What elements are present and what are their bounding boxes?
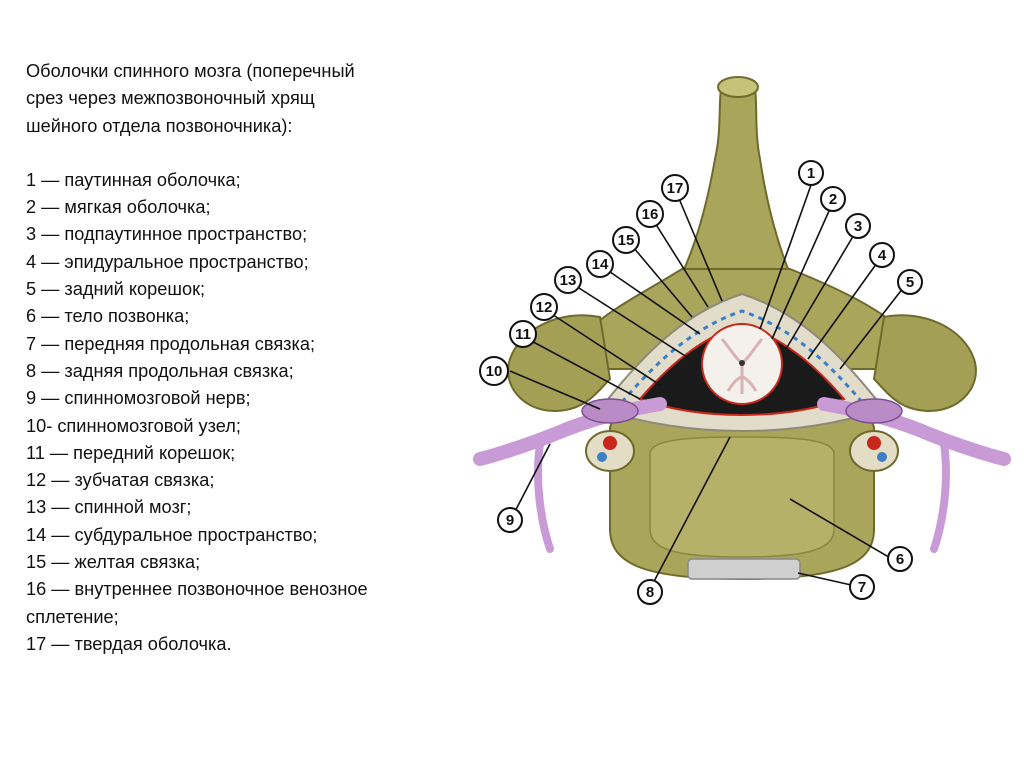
legend-item: 17 — твердая оболочка. [26, 633, 232, 654]
articular-process-right [872, 314, 977, 412]
leader-lines [509, 184, 908, 590]
spinal-ganglion-left [581, 398, 639, 424]
legend-item: 10- спинномозговой узел; [26, 415, 241, 436]
svg-text:17: 17 [667, 180, 684, 197]
svg-text:11: 11 [515, 326, 531, 343]
anterior-longitudinal-ligament [687, 558, 801, 580]
svg-text:16: 16 [642, 206, 659, 223]
vertebra-cross-section: 1 2 3 4 5 6 7 8 9 10 11 12 13 14 15 16 1… [473, 76, 1011, 605]
svg-text:14: 14 [592, 256, 609, 273]
svg-text:15: 15 [618, 232, 635, 249]
legend-item: 14 — субдуральное пространство; [26, 524, 318, 545]
svg-text:13: 13 [560, 272, 577, 289]
callout-12: 12 [530, 293, 558, 321]
callout-9: 9 [497, 507, 523, 533]
spacer [26, 140, 466, 167]
nerve-branch-right [930, 440, 950, 553]
svg-text:2: 2 [829, 191, 837, 208]
vertebral-artery-right [867, 436, 881, 450]
legend-item: 12 — зубчатая связка; [26, 470, 215, 491]
central-canal [739, 360, 745, 366]
callout-8: 8 [637, 579, 663, 605]
title-line: шейного отдела позвоночника): [26, 115, 293, 136]
callout-15: 15 [612, 226, 640, 254]
svg-text:7: 7 [858, 579, 866, 596]
callout-5: 5 [897, 269, 923, 295]
legend-item: 4 — эпидуральное пространство; [26, 251, 309, 272]
caption: Оболочки спинного мозга (поперечный срез… [26, 58, 466, 658]
legend-item: 9 — спинномозговой нерв; [26, 388, 251, 409]
legend-item: 5 — задний корешок; [26, 279, 206, 300]
callout-4: 4 [869, 242, 895, 268]
callout-11: 11 [509, 320, 537, 348]
callout-3: 3 [845, 213, 871, 239]
legend-item: 3 — подпаутинное пространство; [26, 224, 308, 245]
legend-item: сплетение; [26, 606, 119, 627]
legend-item: 2 — мягкая оболочка; [26, 197, 211, 218]
svg-text:8: 8 [646, 584, 654, 601]
svg-text:10: 10 [486, 363, 503, 380]
legend-item: 15 — желтая связка; [26, 552, 201, 573]
anatomy-illustration: 1 2 3 4 5 6 7 8 9 10 11 12 13 14 15 16 1… [460, 59, 1024, 620]
callout-13: 13 [554, 266, 582, 294]
callout-1: 1 [798, 160, 824, 186]
svg-text:4: 4 [878, 247, 887, 264]
callout-6: 6 [887, 546, 913, 572]
svg-text:12: 12 [536, 299, 553, 316]
vertebral-body-inner [649, 436, 835, 558]
legend-item: 6 — тело позвонка; [26, 306, 190, 327]
callout-2: 2 [820, 186, 846, 212]
svg-text:5: 5 [906, 274, 914, 291]
callout-17: 17 [661, 174, 689, 202]
svg-text:6: 6 [896, 551, 904, 568]
nerve-branch-left [534, 440, 554, 553]
spinal-ganglion-right [845, 398, 903, 424]
epidural-venous-plexus [620, 309, 864, 403]
callout-16: 16 [636, 200, 664, 228]
legend-item: 8 — задняя продольная связка; [26, 360, 294, 381]
callout-10: 10 [479, 356, 509, 386]
svg-text:3: 3 [854, 218, 862, 235]
svg-text:9: 9 [506, 512, 514, 529]
vertebral-vein-right [877, 452, 887, 462]
legend-item: 7 — передняя продольная связка; [26, 333, 316, 354]
legend-item: 1 — паутинная оболочка; [26, 169, 241, 190]
svg-text:1: 1 [807, 165, 815, 182]
callout-7: 7 [849, 574, 875, 600]
legend-item: 16 — внутреннее позвоночное венозное [26, 579, 368, 600]
legend-item: 13 — спинной мозг; [26, 497, 192, 518]
spinous-tip [717, 76, 759, 98]
transverse-foramen-left [585, 430, 635, 472]
title-line: Оболочки спинного мозга (поперечный [26, 61, 355, 81]
vertebral-vein-left [597, 452, 607, 462]
transverse-foramen-right [849, 430, 899, 472]
vertebral-artery-left [603, 436, 617, 450]
callout-14: 14 [586, 250, 614, 278]
legend-item: 11 — передний корешок; [26, 442, 236, 463]
title-line: срез через межпозвоночный хрящ [26, 88, 315, 109]
